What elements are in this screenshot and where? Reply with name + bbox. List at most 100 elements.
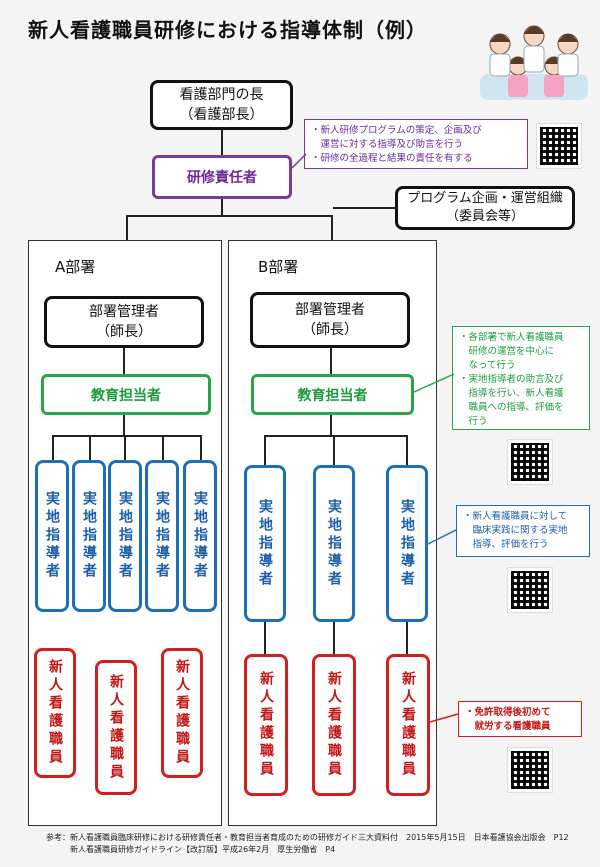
dept-b-new-staff-box: 新人看護職員	[386, 654, 430, 796]
head-of-nursing-subtitle: （看護部長）	[179, 107, 264, 123]
dept-a-new-staff-box: 新人看護職員	[161, 648, 203, 778]
connector	[333, 207, 395, 209]
dept-a-educator-box: 教育担当者	[41, 374, 211, 415]
connector	[406, 435, 408, 465]
note-line: 職員への指導、評価を	[459, 402, 564, 413]
qr-code	[507, 439, 553, 485]
connector	[264, 435, 266, 465]
connector	[52, 435, 202, 437]
preceptor-label: 実地指導者	[154, 491, 170, 581]
note-line: ・新人看護職員に対して	[463, 511, 568, 522]
connector	[124, 435, 126, 460]
note-line: 臨床実践に関する実地	[463, 525, 568, 536]
manager-title: 部署管理者	[89, 304, 159, 320]
qr-code	[507, 567, 553, 613]
dept-b-new-staff-box: 新人看護職員	[312, 654, 356, 796]
preceptor-label: 実地指導者	[192, 491, 208, 581]
connector	[333, 622, 335, 654]
reference-footer: 参考：新人看護職員臨床研修における研修責任者・教育担当者育成のための研修ガイド三…	[46, 832, 586, 856]
new-staff-label: 新人看護職員	[108, 673, 124, 782]
connector	[126, 215, 333, 217]
note-line: ・研修の全過程と結果の責任を有する	[311, 153, 473, 164]
connector	[126, 215, 128, 240]
connector	[330, 348, 332, 374]
training-lead-label: 研修責任者	[187, 170, 257, 186]
preceptor-label: 実地指導者	[117, 491, 133, 581]
new-staff-label: 新人看護職員	[400, 671, 416, 779]
preceptor-label: 実地指導者	[326, 498, 342, 589]
preceptor-label: 実地指導者	[44, 491, 60, 581]
note-line: ・免許取得後初めて	[465, 707, 551, 718]
footer-line: 新人看護職員研修ガイドライン【改訂版】平成26年2月 厚生労働省 P4	[46, 845, 336, 854]
dept-a-preceptor-box: 実地指導者	[35, 460, 69, 612]
head-of-nursing-title: 看護部門の長	[179, 87, 264, 103]
educator-label: 教育担当者	[91, 387, 161, 404]
connector	[89, 435, 91, 460]
connector	[52, 435, 54, 460]
dept-b-educator-box: 教育担当者	[251, 374, 414, 415]
note-line: ・新人研修プログラムの策定、企画及び	[311, 125, 482, 136]
purple-pointer	[291, 153, 307, 169]
footer-line: 参考：新人看護職員臨床研修における研修責任者・教育担当者育成のための研修ガイド三…	[46, 833, 569, 842]
training-lead-note: ・新人研修プログラムの策定、企画及び 運営に対する指導及び助言を行う ・研修の全…	[304, 119, 528, 169]
connector	[331, 215, 333, 240]
training-lead-box: 研修責任者	[152, 155, 292, 199]
dept-b-preceptor-box: 実地指導者	[244, 465, 286, 622]
program-committee-box: プログラム企画・運営組織 （委員会等）	[395, 186, 575, 230]
manager-subtitle: （師長）	[302, 322, 358, 338]
new-staff-label: 新人看護職員	[258, 671, 274, 779]
program-committee-title: プログラム企画・運営組織	[407, 191, 563, 206]
program-committee-subtitle: （委員会等）	[445, 209, 524, 224]
preceptor-note: ・新人看護職員に対して 臨床実践に関する実地 指導、評価を行う	[456, 505, 590, 557]
dept-b-preceptor-box: 実地指導者	[313, 465, 355, 622]
dept-a-new-staff-box: 新人看護職員	[95, 660, 137, 795]
note-line: なって行う	[459, 360, 516, 371]
head-of-nursing-box: 看護部門の長 （看護部長）	[150, 80, 293, 130]
note-line: ・実地指導者の助言及び	[459, 374, 564, 385]
dept-b-label: B部署	[258, 258, 299, 276]
preceptor-label: 実地指導者	[257, 498, 273, 589]
connector	[221, 199, 223, 215]
qr-code	[507, 747, 553, 793]
dept-b-new-staff-box: 新人看護職員	[244, 654, 288, 796]
preceptor-label: 実地指導者	[81, 491, 97, 581]
note-line: 運営に対する指導及び助言を行う	[311, 139, 464, 150]
note-line: 研修の運営を中心に	[459, 346, 555, 357]
note-line: 就労する看護職員	[465, 721, 551, 732]
note-line: 行う	[459, 416, 488, 427]
connector	[264, 435, 408, 437]
connector	[162, 435, 164, 460]
dept-b-preceptor-box: 実地指導者	[386, 465, 428, 622]
connector	[200, 435, 202, 460]
connector	[264, 622, 266, 654]
dept-a-preceptor-box: 実地指導者	[108, 460, 142, 612]
educator-note: ・各部署で新人看護職員 研修の運営を中心に なって行う ・実地指導者の助言及び …	[452, 326, 590, 430]
blue-pointer	[427, 529, 457, 545]
dept-a-new-staff-box: 新人看護職員	[34, 648, 76, 778]
page-title: 新人看護職員研修における指導体制（例）	[28, 18, 427, 42]
note-line: 指導を行い、新人看護	[459, 388, 564, 399]
green-pointer	[413, 373, 455, 393]
connector	[330, 415, 332, 435]
connector	[406, 622, 408, 654]
preceptor-label: 実地指導者	[399, 498, 415, 589]
dept-a-preceptor-box: 実地指導者	[72, 460, 106, 612]
connector	[123, 415, 125, 435]
dept-a-label: A部署	[55, 258, 96, 276]
connector	[123, 348, 125, 374]
connector	[221, 130, 223, 155]
dept-a-manager-box: 部署管理者 （師長）	[44, 296, 204, 348]
manager-title: 部署管理者	[295, 302, 365, 318]
nurses-illustration	[478, 14, 590, 102]
new-staff-label: 新人看護職員	[47, 659, 63, 767]
qr-code	[536, 123, 582, 169]
note-line: ・各部署で新人看護職員	[459, 332, 564, 343]
dept-b-manager-box: 部署管理者 （師長）	[250, 292, 410, 348]
note-line: 指導、評価を行う	[463, 539, 549, 550]
red-pointer	[429, 713, 459, 723]
manager-subtitle: （師長）	[96, 324, 152, 340]
connector	[333, 435, 335, 465]
educator-label: 教育担当者	[297, 387, 368, 404]
dept-a-preceptor-box: 実地指導者	[183, 460, 217, 612]
new-staff-label: 新人看護職員	[174, 659, 190, 767]
